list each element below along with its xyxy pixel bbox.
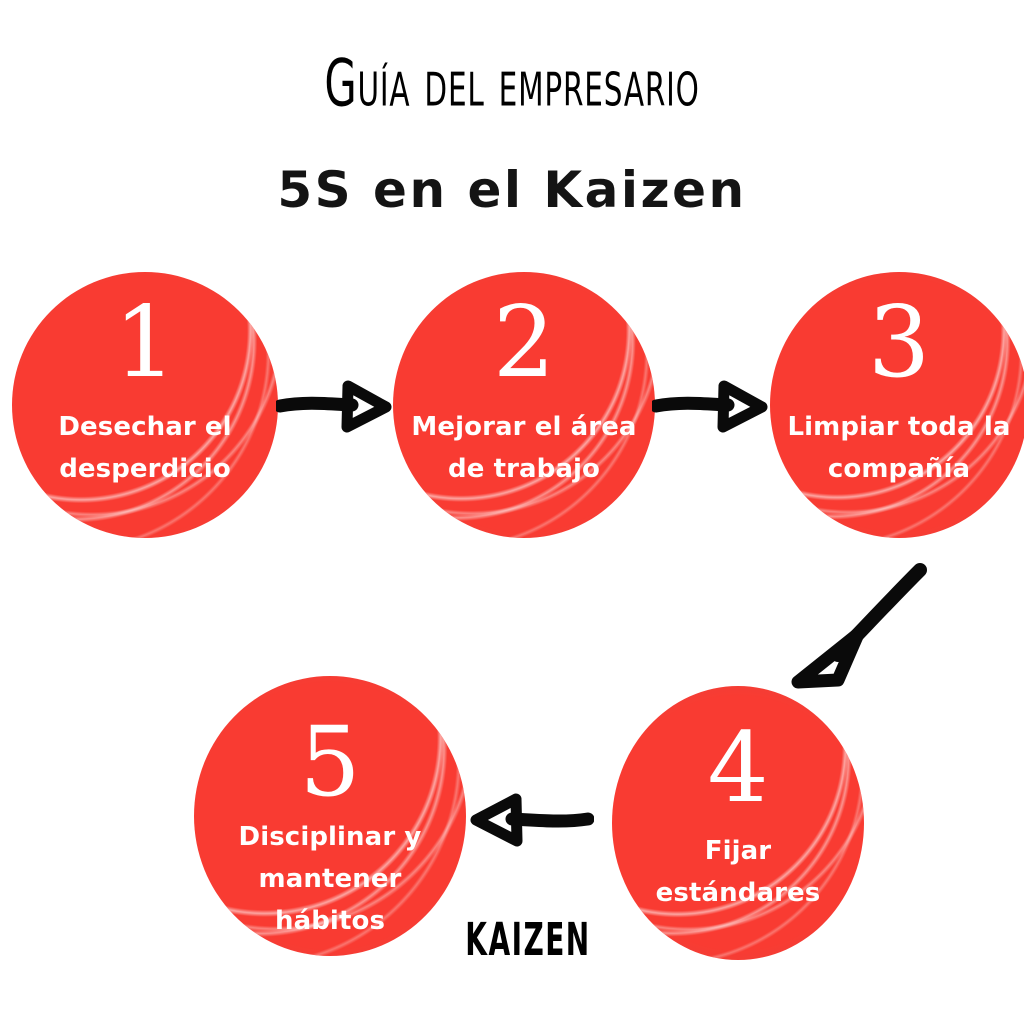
arrow-right-icon-2-3: [652, 380, 768, 433]
step-label-5: Disciplinar y mantener hábitos: [238, 822, 422, 936]
step-number-3: 3: [867, 286, 931, 400]
arrow-left-icon-4-5: [470, 793, 594, 847]
kicker-title: Guía del empresario: [324, 45, 700, 122]
step-circle-1[interactable]: 1 Desechar el desperdicio: [12, 272, 278, 538]
arrow-right-icon-1-2: [276, 380, 392, 433]
step-circle-5[interactable]: 5 Disciplinar y mantener hábitos: [194, 676, 466, 956]
step-number-2: 2: [492, 286, 556, 400]
step-circle-3[interactable]: 3 Limpiar toda la compañía: [770, 272, 1024, 538]
step-number-1: 1: [113, 286, 177, 400]
step-circle-2[interactable]: 2 Mejorar el área de trabajo: [393, 272, 655, 538]
step-number-4: 4: [707, 712, 769, 824]
step-label-2: Mejorar el área de trabajo: [411, 412, 637, 484]
page-title: 5S en el Kaizen: [277, 161, 747, 219]
kaizen-footer-label: KAIZEN: [465, 912, 591, 966]
step-circle-4[interactable]: 4 Fijar estándares: [612, 686, 864, 960]
step-label-4: Fijar estándares: [655, 836, 821, 908]
step-number-5: 5: [299, 706, 361, 818]
step-label-1: Desechar el desperdicio: [58, 412, 232, 484]
step-label-3: Limpiar toda la compañía: [787, 412, 1011, 484]
arrow-diagonal-icon-3-4: [791, 563, 927, 689]
